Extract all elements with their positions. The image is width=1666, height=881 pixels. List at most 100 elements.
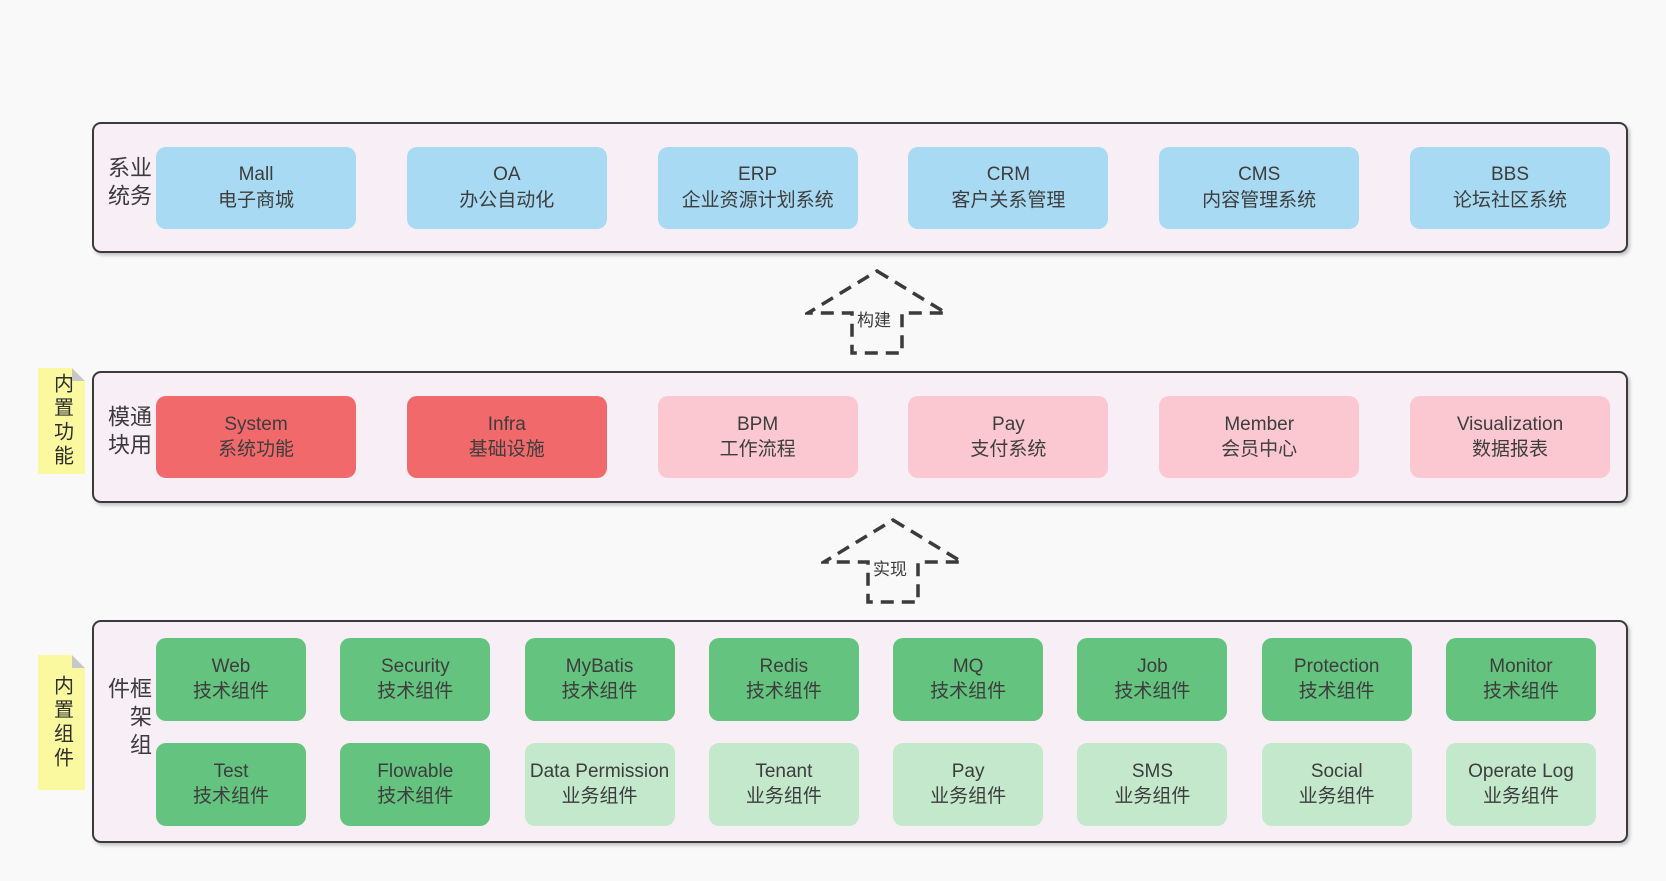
box-security-title: Security bbox=[380, 655, 450, 677]
box-member-title: Member bbox=[1224, 413, 1295, 435]
note-fold-icon bbox=[72, 655, 85, 668]
box-system-subtitle: 系统功能 bbox=[217, 439, 294, 460]
box-web: Web 技术组件 bbox=[156, 637, 306, 721]
box-data-permission-subtitle: 业务组件 bbox=[561, 786, 638, 807]
box-protection-subtitle: 技术组件 bbox=[1298, 681, 1375, 702]
box-redis-title: Redis bbox=[759, 655, 809, 677]
box-protection: Protection 技术组件 bbox=[1261, 637, 1412, 721]
box-erp-title: ERP bbox=[738, 164, 778, 186]
framework-components-grid: Web 技术组件 Security 技术组件 MyBatis 技术组件 Redi… bbox=[94, 622, 1626, 841]
box-tenant: Tenant 业务组件 bbox=[708, 742, 859, 826]
layer-business-systems-label: 业务系统 bbox=[105, 155, 152, 212]
box-cms-subtitle: 内容管理系统 bbox=[1202, 189, 1317, 211]
arrow-build: 构建 bbox=[805, 268, 949, 356]
box-tenant-title: Tenant bbox=[755, 760, 813, 782]
box-visualization-subtitle: 数据报表 bbox=[1471, 439, 1548, 460]
dashed-up-arrow-icon bbox=[805, 268, 949, 355]
box-pay-biz: Pay 业务组件 bbox=[893, 742, 1044, 826]
box-job-title: Job bbox=[1137, 655, 1168, 677]
arrow-build-label: 构建 bbox=[854, 304, 893, 332]
box-social: Social 业务组件 bbox=[1261, 742, 1412, 826]
box-redis: Redis 技术组件 bbox=[708, 637, 859, 721]
box-infra: Infra 基础设施 bbox=[406, 396, 607, 478]
box-security-subtitle: 技术组件 bbox=[377, 681, 454, 702]
layer-framework-components-label: 框架组件 bbox=[105, 676, 152, 761]
business-systems-row: Mall 电子商城 OA 办公自动化 ERP 企业资源计划系统 CRM 客户关系… bbox=[94, 124, 1626, 251]
box-member-subtitle: 会员中心 bbox=[1221, 439, 1298, 460]
box-crm-subtitle: 客户关系管理 bbox=[951, 189, 1066, 211]
box-crm-title: CRM bbox=[986, 164, 1031, 186]
box-crm: CRM 客户关系管理 bbox=[908, 146, 1109, 229]
box-operate-log-subtitle: 业务组件 bbox=[1482, 786, 1559, 807]
layer-common-modules: 通用模块 System 系统功能 Infra 基础设施 BPM 工作流程 Pay… bbox=[92, 371, 1628, 503]
note-built-in-components-text: 内置组件 bbox=[50, 674, 73, 771]
framework-components-row-1: Web 技术组件 Security 技术组件 MyBatis 技术组件 Redi… bbox=[156, 637, 1596, 721]
box-erp-subtitle: 企业资源计划系统 bbox=[681, 189, 834, 211]
box-mq: MQ 技术组件 bbox=[893, 637, 1044, 721]
box-bpm: BPM 工作流程 bbox=[657, 396, 858, 478]
box-sms-title: SMS bbox=[1131, 760, 1173, 782]
box-bbs-subtitle: 论坛社区系统 bbox=[1452, 189, 1567, 211]
box-security: Security 技术组件 bbox=[340, 637, 491, 721]
box-monitor: Monitor 技术组件 bbox=[1445, 637, 1596, 721]
box-pay-biz-subtitle: 业务组件 bbox=[930, 786, 1007, 807]
box-pay-biz-title: Pay bbox=[951, 760, 985, 782]
box-bbs-title: BBS bbox=[1490, 164, 1529, 186]
box-job-subtitle: 技术组件 bbox=[1114, 681, 1191, 702]
box-social-subtitle: 业务组件 bbox=[1298, 786, 1375, 807]
box-protection-title: Protection bbox=[1293, 655, 1380, 677]
box-pay: Pay 支付系统 bbox=[908, 396, 1109, 478]
box-mq-subtitle: 技术组件 bbox=[930, 681, 1007, 702]
box-flowable: Flowable 技术组件 bbox=[340, 742, 491, 826]
box-system-title: System bbox=[224, 413, 288, 435]
box-mybatis-title: MyBatis bbox=[565, 655, 634, 677]
dashed-up-arrow-icon bbox=[821, 517, 965, 604]
box-operate-log: Operate Log 业务组件 bbox=[1445, 742, 1596, 826]
box-member: Member 会员中心 bbox=[1159, 396, 1360, 478]
box-monitor-title: Monitor bbox=[1489, 655, 1553, 677]
box-test-title: Test bbox=[213, 760, 249, 782]
box-bpm-title: BPM bbox=[737, 413, 779, 435]
framework-components-row-2: Test 技术组件 Flowable 技术组件 Data Permission … bbox=[156, 742, 1596, 826]
box-test: Test 技术组件 bbox=[156, 742, 306, 826]
box-bpm-subtitle: 工作流程 bbox=[719, 439, 796, 460]
box-mybatis-subtitle: 技术组件 bbox=[561, 681, 638, 702]
box-visualization: Visualization 数据报表 bbox=[1409, 396, 1610, 478]
box-data-permission-title: Data Permission bbox=[529, 760, 670, 782]
box-infra-title: Infra bbox=[487, 413, 526, 435]
box-cms: CMS 内容管理系统 bbox=[1159, 146, 1360, 229]
layer-framework-components: 框架组件 Web 技术组件 Security 技术组件 MyBatis 技术组件… bbox=[92, 620, 1628, 843]
box-mall: Mall 电子商城 bbox=[156, 146, 356, 229]
box-mq-title: MQ bbox=[952, 655, 984, 677]
box-sms-subtitle: 业务组件 bbox=[1114, 786, 1191, 807]
box-pay-title: Pay bbox=[992, 413, 1025, 435]
box-web-title: Web bbox=[211, 655, 251, 677]
box-test-subtitle: 技术组件 bbox=[192, 786, 269, 807]
box-social-title: Social bbox=[1310, 760, 1363, 782]
note-built-in-components: 内置组件 bbox=[38, 655, 85, 790]
box-tenant-subtitle: 业务组件 bbox=[745, 786, 822, 807]
box-monitor-subtitle: 技术组件 bbox=[1482, 681, 1559, 702]
layer-common-modules-label: 通用模块 bbox=[105, 405, 152, 461]
box-visualization-title: Visualization bbox=[1456, 413, 1564, 435]
box-oa-title: OA bbox=[493, 164, 521, 186]
arrow-implement-label: 实现 bbox=[870, 553, 909, 581]
box-job: Job 技术组件 bbox=[1077, 637, 1228, 721]
common-modules-row: System 系统功能 Infra 基础设施 BPM 工作流程 Pay 支付系统… bbox=[94, 373, 1626, 501]
box-redis-subtitle: 技术组件 bbox=[745, 681, 822, 702]
box-oa: OA 办公自动化 bbox=[406, 146, 607, 229]
box-flowable-title: Flowable bbox=[377, 760, 454, 782]
box-operate-log-title: Operate Log bbox=[1468, 760, 1574, 782]
box-data-permission: Data Permission 业务组件 bbox=[524, 742, 675, 826]
box-sms: SMS 业务组件 bbox=[1077, 742, 1228, 826]
box-mybatis: MyBatis 技术组件 bbox=[524, 637, 675, 721]
layer-business-systems: 业务系统 Mall 电子商城 OA 办公自动化 ERP 企业资源计划系统 CRM… bbox=[92, 122, 1628, 253]
note-built-in-features-text: 内置功能 bbox=[50, 373, 73, 469]
box-web-subtitle: 技术组件 bbox=[192, 681, 269, 702]
note-fold-icon bbox=[72, 368, 85, 381]
box-cms-title: CMS bbox=[1238, 164, 1281, 186]
box-flowable-subtitle: 技术组件 bbox=[377, 786, 454, 807]
box-oa-subtitle: 办公自动化 bbox=[459, 189, 555, 211]
box-infra-subtitle: 基础设施 bbox=[468, 439, 545, 460]
